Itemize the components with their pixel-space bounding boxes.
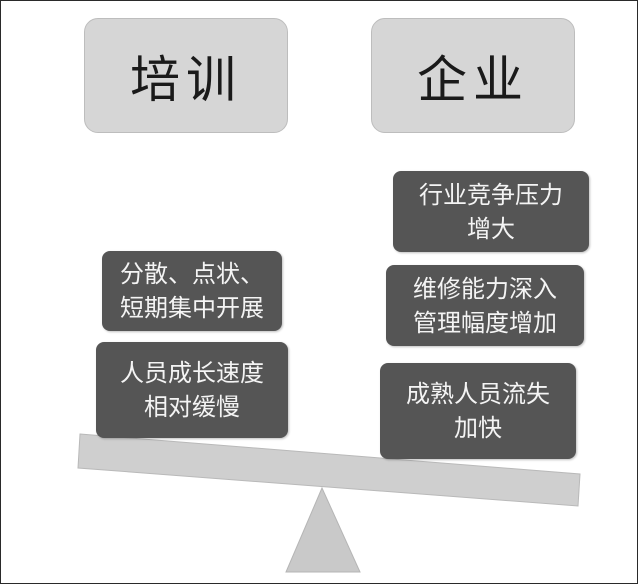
- right-card-talent-loss: 成熟人员流失 加快: [380, 363, 576, 459]
- enterprise-header: 企业: [371, 18, 575, 133]
- right-card-management-scope: 维修能力深入 管理幅度增加: [386, 265, 584, 346]
- left-card-slow-growth: 人员成长速度 相对缓慢: [96, 342, 288, 438]
- card-line: 分散、点状、: [120, 260, 264, 288]
- card-line: 加快: [454, 414, 502, 442]
- training-header: 培训: [84, 18, 288, 133]
- card-line: 管理幅度增加: [413, 308, 557, 337]
- card-line: 短期集中开展: [120, 294, 264, 322]
- right-card-competition-pressure: 行业竞争压力 增大: [393, 171, 589, 252]
- card-line: 相对缓慢: [144, 393, 240, 421]
- card-line: 成熟人员流失: [406, 380, 550, 408]
- left-card-scattered-training: 分散、点状、 短期集中开展: [102, 251, 282, 331]
- scale-beam: [77, 433, 581, 507]
- card-line: 维修能力深入: [413, 274, 557, 303]
- card-line: 行业竞争压力: [419, 180, 563, 209]
- scale-fulcrum: [285, 486, 361, 573]
- card-line: 人员成长速度: [120, 359, 264, 387]
- card-line: 增大: [467, 214, 515, 243]
